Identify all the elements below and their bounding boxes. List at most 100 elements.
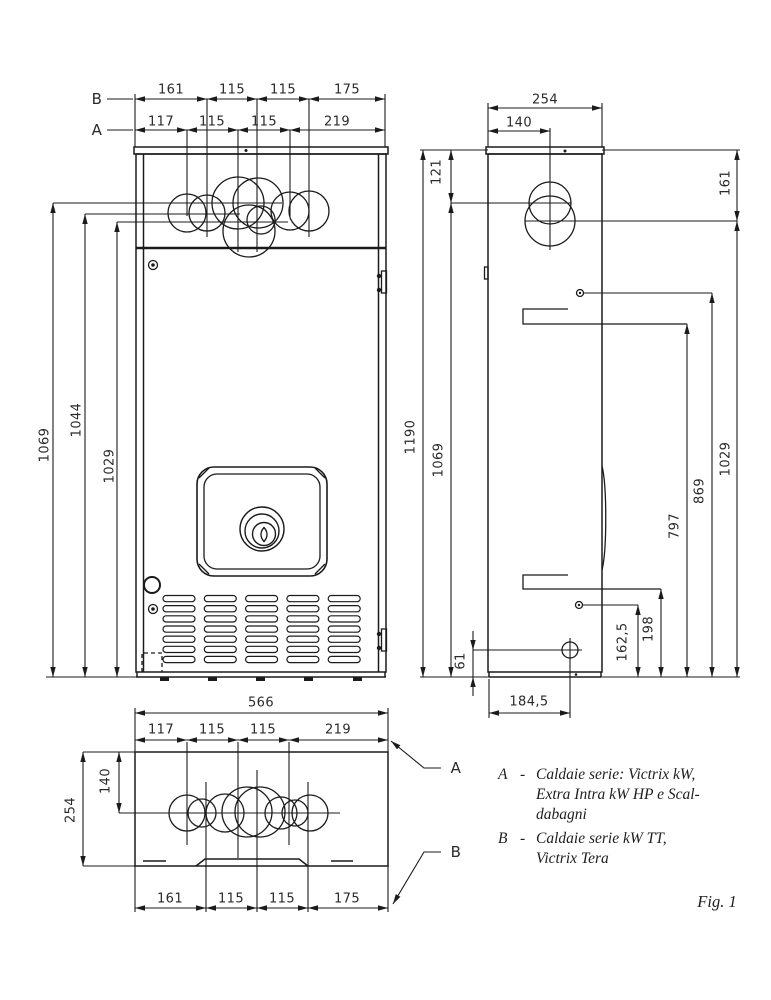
- dim-bottom-b-2: 115: [268, 891, 296, 907]
- dim-front-b-3: 175: [333, 82, 361, 98]
- legend-a-line3: dabagni: [536, 806, 587, 823]
- vent-slot: [327, 635, 361, 643]
- vent-slot: [286, 625, 320, 633]
- side-view: [420, 103, 740, 718]
- vent-slot: [327, 655, 361, 664]
- bottom-connection-circles: [168, 786, 329, 838]
- dim-front-h1044: 1044: [69, 402, 85, 438]
- legend-key-a: A: [498, 766, 508, 783]
- bottom-view: [80, 708, 441, 912]
- dim-side-61: 61: [453, 652, 469, 670]
- legend-b-line1: Caldaie serie kW TT,: [536, 830, 667, 847]
- vent-slot: [203, 635, 237, 643]
- upper-bracket: [522, 308, 687, 325]
- front-connection-circles: [167, 176, 330, 258]
- sight-window: [196, 466, 328, 577]
- side-extension-lines: [420, 103, 740, 718]
- vent-slot: [286, 594, 320, 603]
- dim-bottom-a-0: 117: [147, 722, 175, 738]
- vent-slot: [203, 615, 237, 623]
- callout-a-leader: [390, 740, 441, 769]
- vent-slot: [203, 625, 237, 633]
- legend-text-a: Caldaie serie: Victrix kW, Extra Intra k…: [536, 765, 750, 825]
- vent-slot: [162, 645, 196, 654]
- bottom-dimension-lines: [80, 710, 441, 911]
- dim-side-184-5: 184,5: [509, 694, 549, 710]
- legend-item-a: A - Caldaie serie: Victrix kW, Extra Int…: [498, 765, 750, 825]
- dim-front-a-2: 115: [250, 114, 278, 130]
- legend-key-b: B: [498, 830, 508, 847]
- dim-front-h1069: 1069: [37, 427, 53, 463]
- legend-a-line2: Extra Intra kW HP e Scal-: [536, 786, 700, 803]
- flame-icon: [260, 526, 268, 543]
- legend-b-line2: Victrix Tera: [536, 850, 609, 867]
- vent-slot: [327, 645, 361, 654]
- dim-side-797: 797: [667, 512, 683, 540]
- vent-slot: [162, 625, 196, 633]
- legend-a-line1: Caldaie serie: Victrix kW,: [536, 766, 696, 783]
- legend-text-b: Caldaie serie kW TT, Victrix Tera: [536, 829, 750, 869]
- dim-side-161: 161: [718, 169, 734, 197]
- bottom-casing: [134, 751, 389, 867]
- dim-side-198: 198: [641, 615, 657, 643]
- side-details: [483, 149, 687, 676]
- side-dimension-lines: [420, 105, 740, 716]
- vent-slot: [245, 604, 279, 613]
- dim-front-b-2: 115: [269, 82, 297, 98]
- door-hardware: [141, 259, 388, 672]
- vent-grille: [162, 594, 361, 664]
- dim-bottom-a-3: 219: [324, 722, 352, 738]
- dim-bottom-b-1: 115: [217, 891, 245, 907]
- dim-bottom-b-0: 161: [156, 891, 184, 907]
- legend-item-b: B - Caldaie serie kW TT, Victrix Tera: [498, 829, 750, 869]
- vent-slot: [245, 594, 279, 603]
- callout-a-label: A: [450, 759, 462, 777]
- vent-slot: [327, 604, 361, 613]
- vent-slot: [286, 615, 320, 623]
- dim-side-1190: 1190: [403, 419, 419, 455]
- front-feet: [160, 149, 362, 681]
- front-view: [46, 94, 389, 681]
- vent-slot: [162, 635, 196, 643]
- dim-side-1069: 1069: [431, 442, 447, 478]
- dim-front-a-1: 115: [198, 114, 226, 130]
- dim-front-h1029: 1029: [102, 448, 118, 484]
- vent-slot: [162, 604, 196, 613]
- dim-bottom-566: 566: [247, 695, 275, 711]
- dim-front-b-0: 161: [157, 82, 185, 98]
- dim-side-162-5: 162,5: [615, 622, 631, 662]
- legend-sep-b: -: [520, 830, 526, 847]
- legend-sep-a: -: [520, 766, 526, 783]
- vent-slot: [286, 635, 320, 643]
- dim-bottom-254: 254: [63, 796, 79, 824]
- side-casing: [485, 146, 605, 678]
- front-row-a-label: A: [91, 121, 103, 139]
- dim-side-1029: 1029: [718, 441, 734, 477]
- front-dimension-lines: [50, 96, 385, 677]
- vent-slot: [245, 635, 279, 643]
- bottom-extension-lines: [83, 708, 389, 912]
- callout-b-label: B: [450, 843, 462, 861]
- vent-slot: [162, 615, 196, 623]
- dim-bottom-b-3: 175: [333, 891, 361, 907]
- dim-front-a-3: 219: [323, 114, 351, 130]
- dim-front-b-1: 115: [218, 82, 246, 98]
- dim-front-a-0: 117: [147, 114, 175, 130]
- vent-slot: [327, 615, 361, 623]
- dim-side-869: 869: [692, 477, 708, 505]
- dim-bottom-a-1: 115: [198, 722, 226, 738]
- vent-slot: [203, 604, 237, 613]
- lower-bracket: [522, 574, 661, 590]
- upper-screw: [575, 288, 585, 298]
- vent-slot: [327, 594, 361, 603]
- figure-caption: Fig. 1: [697, 892, 737, 911]
- dim-side-254: 254: [531, 92, 559, 108]
- lower-screw: [574, 600, 584, 610]
- front-row-b-label: B: [91, 90, 103, 108]
- vent-slot: [327, 625, 361, 633]
- dim-side-140: 140: [505, 115, 533, 131]
- vent-slot: [245, 615, 279, 623]
- burner-knob: [239, 506, 285, 552]
